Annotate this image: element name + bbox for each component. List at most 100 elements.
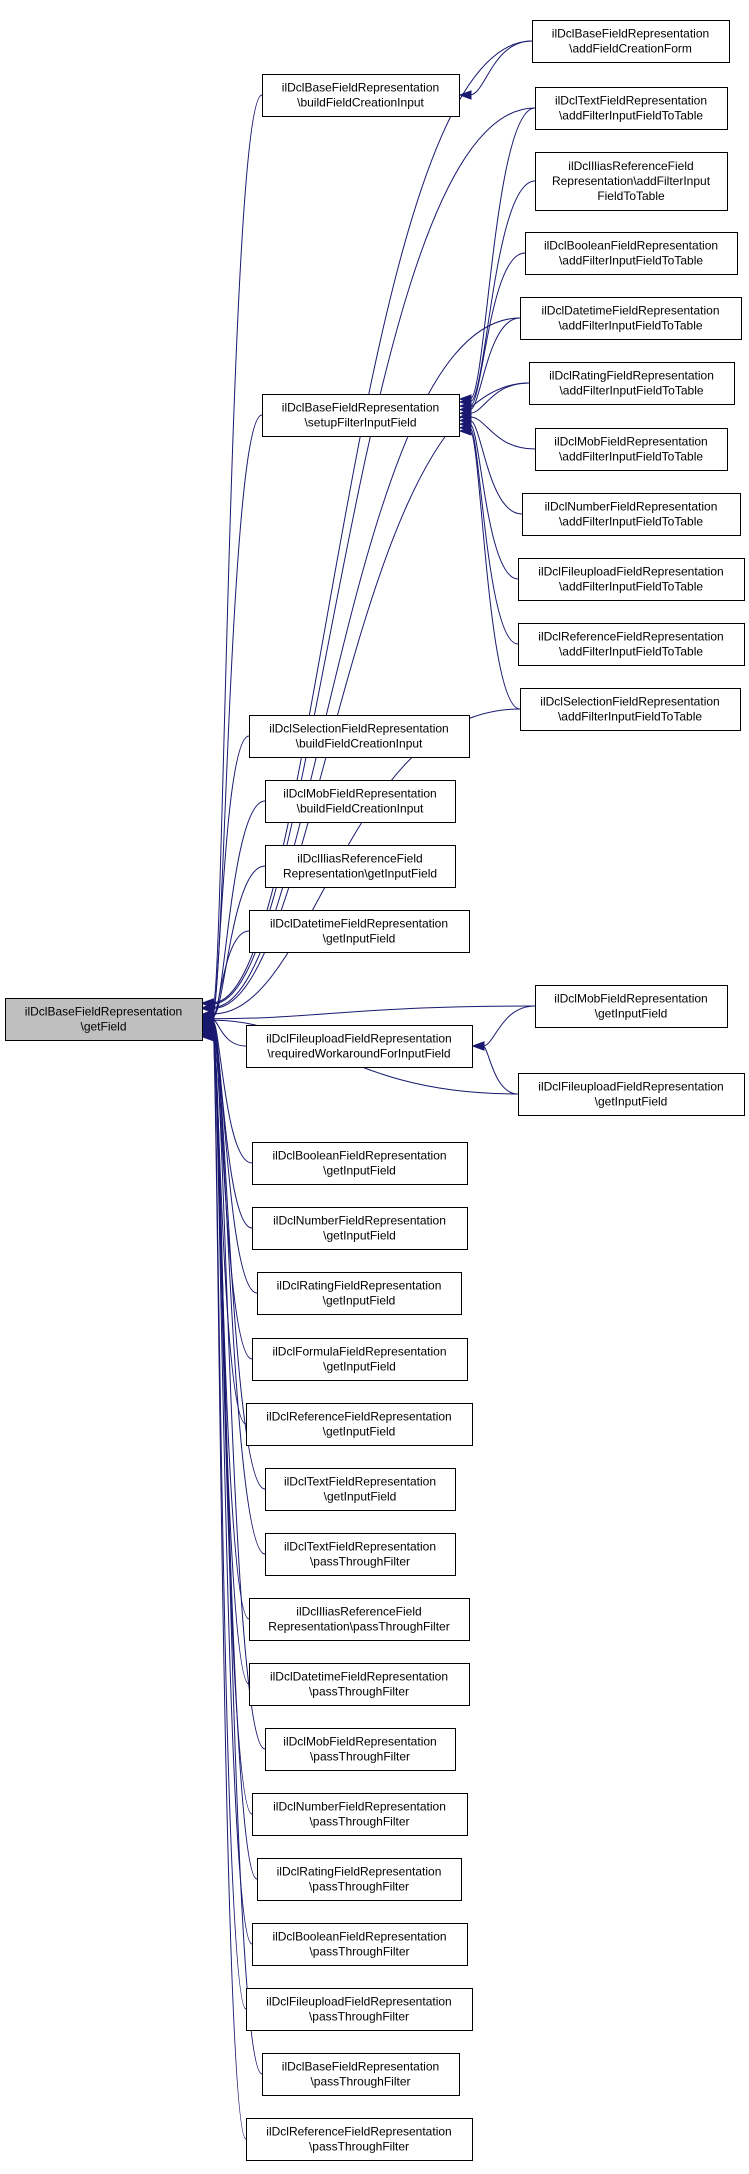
graph-node-ildclmobfieldrepresentation-addfilterinputfieldtotable[interactable]: ilDclMobFieldRepresentation\addFilterInp… xyxy=(535,428,728,471)
edge-n36-to-n7 xyxy=(482,1045,519,1095)
node-label-line: ilDclMobFieldRepresentation xyxy=(554,992,707,1006)
node-label-line: ilDclFileuploadFieldRepresentation xyxy=(266,1032,451,1046)
node-box xyxy=(518,1073,745,1116)
node-box xyxy=(265,1533,456,1576)
node-label-line: ilDclNumberFieldRepresentation xyxy=(545,500,718,514)
edge-n33-to-n2 xyxy=(469,427,519,645)
graph-node-ildclfileuploadfieldrepresentation-addfilterinputfieldtotable[interactable]: ilDclFileuploadFieldRepresentation\addFi… xyxy=(518,558,745,601)
graph-node-ildclbasefieldrepresentation-buildfieldcreationinput[interactable]: ilDclBaseFieldRepresentation\buildFieldC… xyxy=(262,74,460,117)
node-label-line: \addFilterInputFieldToTable xyxy=(559,450,703,464)
node-label-line: ilDclBaseFieldRepresentation xyxy=(282,81,439,95)
node-box xyxy=(246,1025,473,1068)
edge-n6-to-n0 xyxy=(212,930,250,1019)
node-label-line: ilDclIliasReferenceField xyxy=(296,1605,421,1619)
graph-node-ildclbooleanfieldrepresentation-addfilterinputfieldtotable[interactable]: ilDclBooleanFieldRepresentation\addFilte… xyxy=(525,232,738,275)
node-box xyxy=(252,1923,468,1966)
node-label-line: \passThroughFilter xyxy=(310,1750,410,1764)
node-box xyxy=(262,2053,460,2096)
node-label-line: \getInputField xyxy=(324,1490,397,1504)
node-box xyxy=(518,623,745,666)
edge-n8-to-n0 xyxy=(212,1020,253,1164)
graph-node-ildclbasefieldrepresentation-getfield[interactable]: ilDclBaseFieldRepresentation\getField xyxy=(5,998,203,1041)
graph-node-ildcliliasreferencefieldrepresentation-getinputfield[interactable]: ilDclIliasReferenceFieldRepresentation\g… xyxy=(265,845,456,888)
graph-node-ildclnumberfieldrepresentation-getinputfield[interactable]: ilDclNumberFieldRepresentation\getInputF… xyxy=(252,1207,468,1250)
graph-node-ildclfileuploadfieldrepresentation-passthroughfilter[interactable]: ilDclFileuploadFieldRepresentation\passT… xyxy=(246,1988,473,2031)
graph-node-ildcldatetimefieldrepresentation-passthroughfilter[interactable]: ilDclDatetimeFieldRepresentation\passThr… xyxy=(249,1663,470,1706)
graph-node-ildclratingfieldrepresentation-addfilterinputfieldtotable[interactable]: ilDclRatingFieldRepresentation\addFilter… xyxy=(529,362,735,405)
node-box xyxy=(257,1858,462,1901)
graph-node-ildclmobfieldrepresentation-passthroughfilter[interactable]: ilDclMobFieldRepresentation\passThroughF… xyxy=(265,1728,456,1771)
graph-node-ildclfileuploadfieldrepresentation-getinputfield[interactable]: ilDclFileuploadFieldRepresentation\getIn… xyxy=(518,1073,745,1116)
node-label-line: \passThroughFilter xyxy=(310,1555,410,1569)
arrowhead-n36-to-n0 xyxy=(201,1015,215,1025)
edge-n34-to-n2 xyxy=(469,430,521,710)
graph-node-ildcldatetimefieldrepresentation-getinputfield[interactable]: ilDclDatetimeFieldRepresentation\getInpu… xyxy=(249,910,470,953)
edge-n32-to-n2 xyxy=(469,423,519,580)
graph-node-ildclreferencefieldrepresentation-getinputfield[interactable]: ilDclReferenceFieldRepresentation\getInp… xyxy=(246,1403,473,1446)
graph-node-ildclnumberfieldrepresentation-addfilterinputfieldtotable[interactable]: ilDclNumberFieldRepresentation\addFilter… xyxy=(522,493,741,536)
graph-node-ildcltextfieldrepresentation-passthroughfilter[interactable]: ilDclTextFieldRepresentation\passThrough… xyxy=(265,1533,456,1576)
graph-node-ildclbooleanfieldrepresentation-getinputfield[interactable]: ilDclBooleanFieldRepresentation\getInput… xyxy=(252,1142,468,1185)
graph-node-ildclbasefieldrepresentation-passthroughfilter[interactable]: ilDclBaseFieldRepresentation\passThrough… xyxy=(262,2053,460,2096)
edge-n35-to-n0 xyxy=(212,1005,536,1020)
edge-n31-to-n2 xyxy=(469,420,523,515)
graph-node-ildclreferencefieldrepresentation-passthroughfilter[interactable]: ilDclReferenceFieldRepresentation\passTh… xyxy=(246,2118,473,2161)
graph-node-ildclmobfieldrepresentation-getinputfield[interactable]: ilDclMobFieldRepresentation\getInputFiel… xyxy=(535,985,728,1028)
edge-n28-to-n0 xyxy=(212,317,521,1008)
graph-node-ildclbooleanfieldrepresentation-passthroughfilter[interactable]: ilDclBooleanFieldRepresentation\passThro… xyxy=(252,1923,468,1966)
graph-node-ildcltextfieldrepresentation-addfilterinputfieldtotable[interactable]: ilDclTextFieldRepresentation\addFilterIn… xyxy=(535,87,728,130)
graph-node-ildcldatetimefieldrepresentation-addfilterinputfieldtotable[interactable]: ilDclDatetimeFieldRepresentation\addFilt… xyxy=(520,297,742,340)
node-box xyxy=(249,715,470,758)
node-label-line: \getInputField xyxy=(323,1425,396,1439)
node-label-line: ilDclFormulaFieldRepresentation xyxy=(272,1345,446,1359)
graph-node-ildcltextfieldrepresentation-getinputfield[interactable]: ilDclTextFieldRepresentation\getInputFie… xyxy=(265,1468,456,1511)
edge-n28-to-n2 xyxy=(469,317,521,411)
graph-node-ildclformulafieldrepresentation-getinputfield[interactable]: ilDclFormulaFieldRepresentation\getInput… xyxy=(252,1338,468,1381)
node-box xyxy=(265,1468,456,1511)
graph-node-ildclreferencefieldrepresentation-addfilterinputfieldtotable[interactable]: ilDclReferenceFieldRepresentation\addFil… xyxy=(518,623,745,666)
edge-n25-to-n2 xyxy=(469,107,536,400)
graph-node-ildcliliasreferencefieldrepresentation-addfilterinputfieldtotable[interactable]: ilDclIliasReferenceFieldRepresentation\a… xyxy=(535,152,728,211)
node-box xyxy=(252,1142,468,1185)
edge-n14-to-n0 xyxy=(212,1027,266,1555)
edge-n24-to-n1 xyxy=(469,40,533,96)
graph-node-ildclratingfieldrepresentation-passthroughfilter[interactable]: ilDclRatingFieldRepresentation\passThrou… xyxy=(257,1858,462,1901)
node-label-line: \setupFilterInputField xyxy=(304,416,416,430)
node-label-line: ilDclSelectionFieldRepresentation xyxy=(540,695,719,709)
graph-node-ildclmobfieldrepresentation-buildfieldcreationinput[interactable]: ilDclMobFieldRepresentation\buildFieldCr… xyxy=(265,780,456,823)
node-box xyxy=(265,845,456,888)
node-label-line: \passThroughFilter xyxy=(309,1945,409,1959)
graph-node-ildclselectionfieldrepresentation-addfilterinputfieldtotable[interactable]: ilDclSelectionFieldRepresentation\addFil… xyxy=(520,688,741,731)
edge-n29-to-n2 xyxy=(469,382,530,414)
node-label-line: ilDclBaseFieldRepresentation xyxy=(282,401,439,415)
edge-n17-to-n0 xyxy=(212,1030,266,1750)
graph-node-ildclbasefieldrepresentation-setupfilterinputfield[interactable]: ilDclBaseFieldRepresentation\setupFilter… xyxy=(262,394,460,437)
node-label-line: Representation\addFilterInput xyxy=(552,174,711,188)
node-label-line: \getInputField xyxy=(323,1164,396,1178)
graph-node-ildclbasefieldrepresentation-addfieldcreationform[interactable]: ilDclBaseFieldRepresentation\addFieldCre… xyxy=(532,20,730,63)
arrowhead-n24-to-n1 xyxy=(458,90,472,100)
node-label-line: Representation\getInputField xyxy=(283,867,437,881)
node-label-line: ilDclBaseFieldRepresentation xyxy=(25,1005,182,1019)
node-label-line: \buildFieldCreationInput xyxy=(297,96,424,110)
node-box xyxy=(520,297,742,340)
graph-node-ildcliliasreferencefieldrepresentation-passthroughfilter[interactable]: ilDclIliasReferenceFieldRepresentation\p… xyxy=(249,1598,470,1641)
graph-node-ildclselectionfieldrepresentation-buildfieldcreationinput[interactable]: ilDclSelectionFieldRepresentation\buildF… xyxy=(249,715,470,758)
node-label-line: \addFilterInputFieldToTable xyxy=(559,384,703,398)
node-label-line: ilDclTextFieldRepresentation xyxy=(555,94,707,108)
node-label-line: FieldToTable xyxy=(597,189,665,203)
node-label-line: \getInputField xyxy=(323,1229,396,1243)
edge-n26-to-n2 xyxy=(469,180,536,403)
edge-n30-to-n2 xyxy=(469,416,536,450)
node-box xyxy=(249,1598,470,1641)
graph-node-ildclratingfieldrepresentation-getinputfield[interactable]: ilDclRatingFieldRepresentation\getInputF… xyxy=(257,1272,462,1315)
edge-n5-to-n0 xyxy=(212,865,266,1017)
graph-node-ildclfileuploadfieldrepresentation-requiredworkaroundforinputfield[interactable]: ilDclFileuploadFieldRepresentation\requi… xyxy=(246,1025,473,1068)
edge-n35-to-n7 xyxy=(482,1005,536,1047)
node-label-line: ilDclNumberFieldRepresentation xyxy=(273,1800,446,1814)
node-box xyxy=(525,232,738,275)
node-box xyxy=(265,1728,456,1771)
graph-node-ildclnumberfieldrepresentation-passthroughfilter[interactable]: ilDclNumberFieldRepresentation\passThrou… xyxy=(252,1793,468,1836)
node-label-line: ilDclBooleanFieldRepresentation xyxy=(544,239,718,253)
